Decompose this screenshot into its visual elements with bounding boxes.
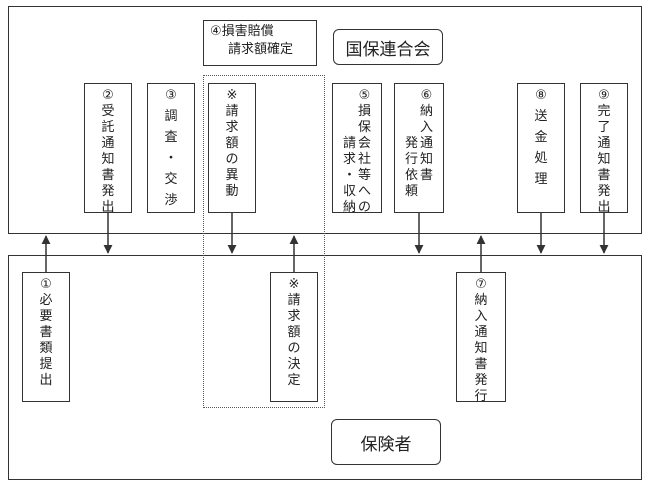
dispute-box: ※請求額の異動 — [208, 83, 256, 213]
hokensha-panel — [8, 255, 642, 480]
step4-line2: 請求額確定 — [228, 42, 294, 57]
decision-box: ※請求額の決定 — [270, 272, 318, 402]
step4-line1: ④損害賠償 — [210, 24, 274, 39]
kokuho-rengokai-label: 国保連合会 — [333, 29, 443, 65]
amount-change-region — [203, 75, 325, 408]
step4-box: ④損害賠償 請求額確定 — [203, 20, 317, 66]
hokensha-label: 保険者 — [331, 419, 441, 465]
dispute-text: ※請求額の異動 — [225, 88, 239, 199]
decision-text: ※請求額の決定 — [287, 277, 301, 388]
step5-col2: 請求・収納 — [342, 136, 356, 215]
step6-col2: 発行依頼 — [404, 136, 418, 199]
